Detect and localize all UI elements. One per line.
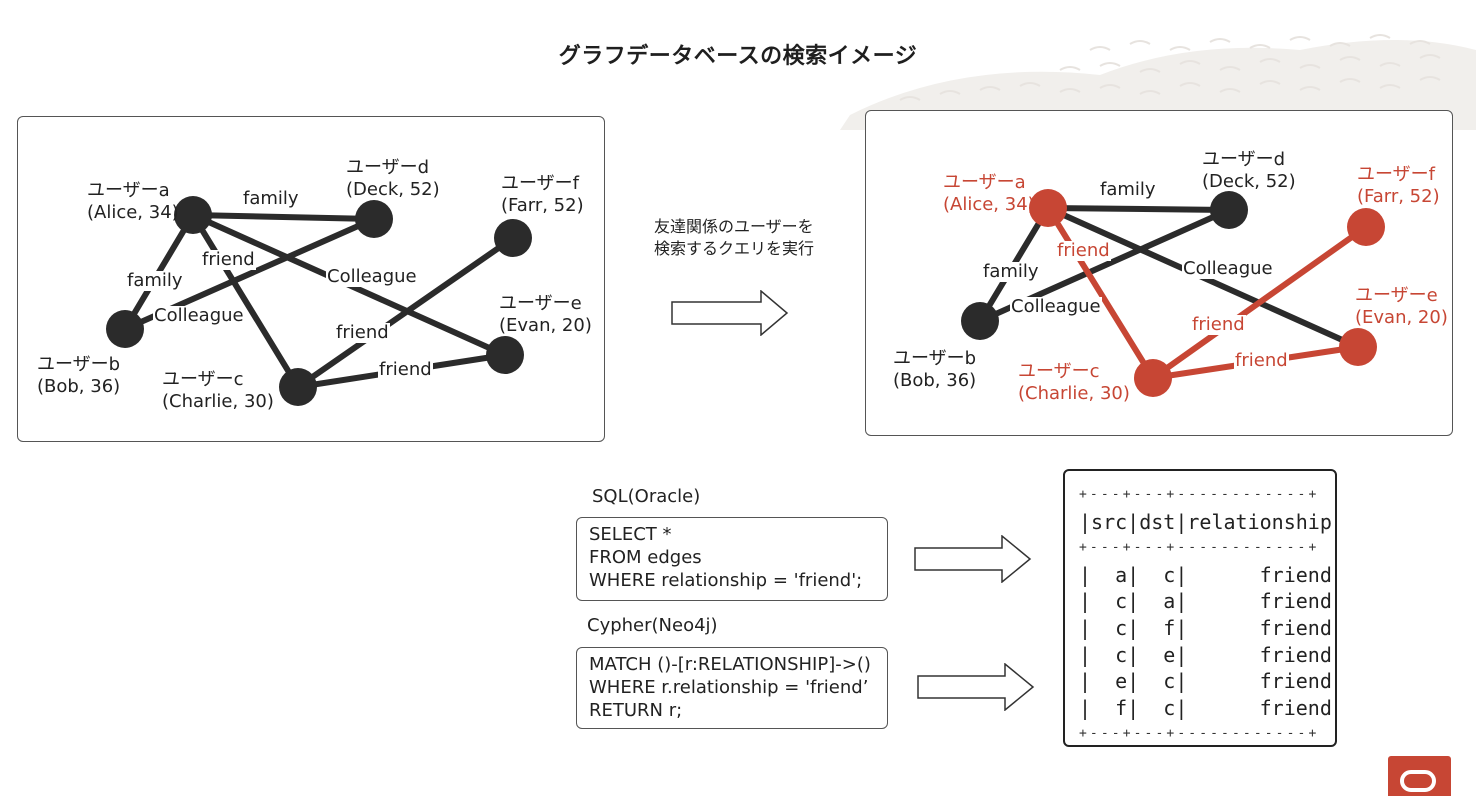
node-label-c: ユーザーc (Charlie, 30): [1018, 361, 1130, 404]
result-row: | c| e| friend|: [1079, 642, 1337, 667]
cypher-title: Cypher(Neo4j): [587, 615, 718, 636]
result-separator: +---+---+------------+: [1079, 726, 1320, 742]
edge-label-cf: friend: [335, 322, 390, 343]
result-row: | c| a| friend|: [1079, 589, 1337, 614]
query-result-table: +---+---+------------+ |src|dst|relation…: [1063, 469, 1337, 747]
result-row: | c| f| friend|: [1079, 615, 1337, 640]
node-f: [1347, 208, 1385, 246]
arrow-right-icon: [917, 663, 1035, 711]
result-row: | f| c| friend|: [1079, 695, 1337, 720]
node-label-e: ユーザーe (Evan, 20): [499, 293, 592, 336]
left-graph-panel: ユーザーa (Alice, 34) ユーザーd (Deck, 52) ユーザーf…: [17, 116, 605, 442]
sql-query-box: SELECT * FROM edges WHERE relationship =…: [576, 517, 888, 601]
right-graph-panel: ユーザーa (Alice, 34) ユーザーd (Deck, 52) ユーザーf…: [865, 110, 1453, 436]
edge-label-ac: friend: [201, 249, 256, 270]
node-f: [494, 219, 532, 257]
sql-line: WHERE relationship = 'friend';: [589, 570, 863, 591]
node-label-a: ユーザーa (Alice, 34): [87, 180, 179, 223]
edge-label-ce: friend: [1234, 350, 1289, 371]
result-row: | e| c| friend|: [1079, 669, 1337, 694]
node-label-d: ユーザーd (Deck, 52): [1202, 149, 1296, 192]
edge-label-bd: Colleague: [1010, 296, 1102, 317]
edge-label-bd: Colleague: [153, 305, 245, 326]
node-e: [1339, 328, 1377, 366]
arrow-right-icon: [671, 290, 789, 336]
edge-label-ad: family: [1099, 179, 1157, 200]
node-b: [961, 302, 999, 340]
edge-label-ad: family: [242, 188, 300, 209]
background-pattern: [840, 34, 1476, 130]
edge-a-d: [1045, 205, 1232, 213]
sql-line: FROM edges: [589, 547, 702, 568]
node-label-b: ユーザーb (Bob, 36): [893, 348, 977, 391]
result-separator: +---+---+------------+: [1079, 487, 1320, 502]
edge-c-f: [1150, 224, 1369, 381]
edge-a-d: [190, 212, 377, 222]
edge-a-c: [1045, 205, 1156, 381]
page-title: グラフデータベースの検索イメージ: [558, 44, 918, 69]
node-d: [355, 200, 393, 238]
node-label-b: ユーザーb (Bob, 36): [37, 354, 121, 397]
edge-label-ae: Colleague: [1182, 258, 1274, 279]
node-d: [1210, 191, 1248, 229]
sql-title: SQL(Oracle): [592, 486, 701, 507]
node-label-f: ユーザーf (Farr, 52): [501, 173, 584, 216]
node-e: [486, 336, 524, 374]
node-label-c: ユーザーc (Charlie, 30): [162, 369, 274, 412]
arrow-right-icon: [914, 535, 1032, 583]
node-c: [279, 368, 317, 406]
result-header: |src|dst|relationship|: [1079, 509, 1337, 534]
oracle-logo-icon: [1388, 756, 1451, 796]
edge-label-ac: friend: [1056, 240, 1111, 261]
sql-line: SELECT *: [589, 524, 672, 545]
node-c: [1134, 359, 1172, 397]
cypher-line: MATCH ()-[r:RELATIONSHIP]->(): [589, 654, 871, 675]
edge-label-ce: friend: [378, 359, 433, 380]
edge-label-ab: family: [126, 270, 184, 291]
node-a: [1029, 189, 1067, 227]
node-b: [106, 310, 144, 348]
cypher-line: WHERE r.relationship = 'friend’: [589, 677, 869, 698]
node-label-e: ユーザーe (Evan, 20): [1355, 285, 1448, 328]
cypher-query-box: MATCH ()-[r:RELATIONSHIP]->() WHERE r.re…: [576, 647, 888, 729]
edge-label-ab: family: [982, 261, 1040, 282]
node-a: [174, 196, 212, 234]
node-label-d: ユーザーd (Deck, 52): [346, 157, 440, 200]
node-label-f: ユーザーf (Farr, 52): [1357, 164, 1440, 207]
edge-c-f: [295, 235, 516, 390]
edge-label-ae: Colleague: [326, 266, 418, 287]
edge-a-c: [190, 212, 301, 390]
result-row: | a| c| friend|: [1079, 562, 1337, 587]
result-separator: +---+---+------------+: [1079, 540, 1320, 556]
query-description: 友達関係のユーザーを 検索するクエリを実行: [654, 217, 815, 258]
cypher-line: RETURN r;: [589, 700, 683, 721]
edge-label-cf: friend: [1191, 314, 1246, 335]
node-label-a: ユーザーa (Alice, 34): [943, 172, 1035, 215]
